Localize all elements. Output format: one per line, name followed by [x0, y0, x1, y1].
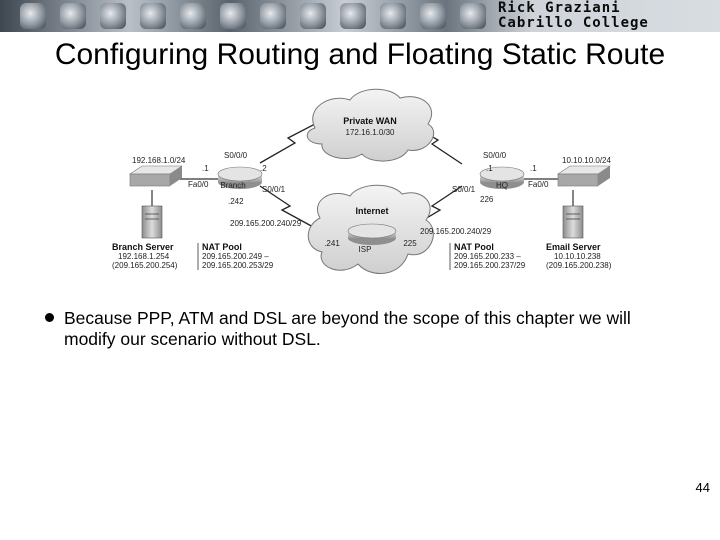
bullet-text: Because PPP, ATM and DSL are beyond the …	[64, 308, 631, 349]
branch-server-nat-ip: (209.165.200.254)	[112, 261, 178, 270]
branch-server-title: Branch Server	[112, 242, 174, 252]
banner-decoration-tile	[420, 3, 446, 29]
branch-s000-label: S0/0/0	[224, 151, 248, 160]
author-block: Rick Graziani Cabrillo College	[498, 0, 658, 32]
hq-switch	[557, 165, 611, 187]
banner-decoration-tile	[260, 3, 286, 29]
branch-nat-range-end: 209.165.200.253/29	[202, 261, 274, 270]
banner-decoration-tile	[460, 3, 486, 29]
hq-s001-label: S0/0/1	[452, 185, 476, 194]
banner-decoration-tile	[140, 3, 166, 29]
hq-router: HQ	[479, 166, 525, 190]
branch-server-ip: 192.168.1.254	[118, 252, 170, 261]
private-wan-subnet: 172.16.1.0/30	[346, 128, 395, 137]
branch-s001-label: S0/0/1	[262, 185, 286, 194]
internet-label: Internet	[355, 206, 388, 216]
branch-lan-subnet: 192.168.1.0/24	[132, 156, 186, 165]
private-wan-cloud: Private WAN 172.16.1.0/30	[306, 88, 435, 162]
branch-nat-title: NAT Pool	[202, 242, 242, 252]
banner-decoration-tile	[60, 3, 86, 29]
branch-s001-ip: .242	[228, 197, 244, 206]
branch-s000-ip: .2	[260, 164, 267, 173]
header-banner: Rick Graziani Cabrillo College	[0, 0, 720, 32]
hq-s000-ip: .1	[486, 164, 493, 173]
slide-title: Configuring Routing and Floating Static …	[54, 38, 666, 71]
branch-fa00-ip: .1	[202, 164, 209, 173]
hq-fa00-label: Fa0/0	[528, 180, 549, 189]
branch-switch	[129, 165, 183, 187]
banner-decoration-tile	[300, 3, 326, 29]
banner-decoration-tile	[220, 3, 246, 29]
banner-decoration-tile	[380, 3, 406, 29]
bullet-icon	[45, 313, 54, 322]
hq-nat-range-start: 209.165.200.233 –	[454, 252, 521, 261]
email-server-title: Email Server	[546, 242, 601, 252]
branch-wan-subnet: 209.165.200.240/29	[230, 219, 302, 228]
email-server-nat-ip: (209.165.200.238)	[546, 261, 612, 270]
branch-nat-range-start: 209.165.200.249 –	[202, 252, 269, 261]
network-topology-diagram: Private WAN 172.16.1.0/30 Internet ISP .…	[112, 88, 612, 274]
hq-router-label: HQ	[496, 181, 508, 190]
hq-nat-title: NAT Pool	[454, 242, 494, 252]
branch-to-wan-link	[259, 123, 316, 164]
banner-decoration-tile	[100, 3, 126, 29]
hq-nat-range-end: 209.165.200.237/29	[454, 261, 526, 270]
isp-left-interface: .241	[324, 239, 340, 248]
banner-decoration-tile	[340, 3, 366, 29]
hq-s001-ip: 226	[480, 195, 494, 204]
hq-wan-subnet: 209.165.200.240/29	[420, 227, 492, 236]
page-number: 44	[695, 480, 710, 495]
banner-decoration-tile	[180, 3, 206, 29]
hq-fa00-ip: .1	[530, 164, 537, 173]
isp-right-interface: 225	[403, 239, 417, 248]
branch-router: Branch	[217, 166, 263, 190]
branch-fa00-label: Fa0/0	[188, 180, 209, 189]
email-server-icon	[562, 205, 584, 239]
hq-s000-label: S0/0/0	[483, 151, 507, 160]
branch-to-internet-link	[259, 185, 316, 229]
isp-router: ISP .241 225	[324, 223, 417, 254]
email-server-ip: 10.10.10.238	[554, 252, 601, 261]
author-name: Rick Graziani	[498, 0, 621, 16]
private-wan-label: Private WAN	[343, 116, 397, 126]
branch-server-icon	[141, 205, 163, 239]
author-college: Cabrillo College	[498, 15, 649, 31]
branch-router-label: Branch	[220, 181, 245, 190]
banner-decoration-tile	[20, 3, 46, 29]
isp-label: ISP	[359, 245, 372, 254]
hq-lan-subnet: 10.10.10.0/24	[562, 156, 611, 165]
